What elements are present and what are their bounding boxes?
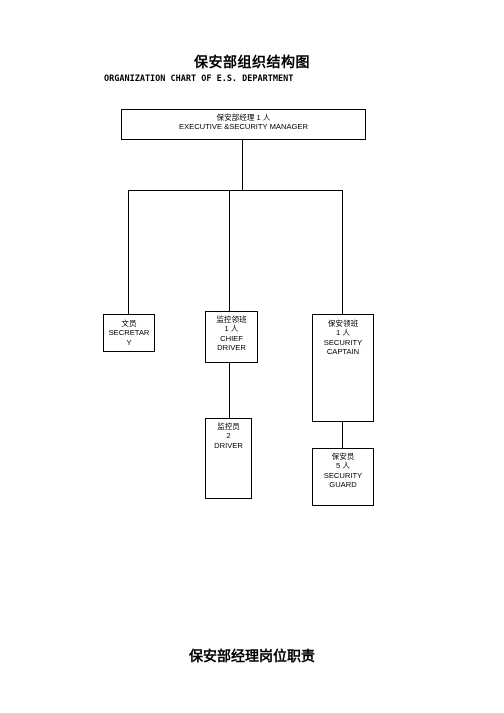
connector-to-secretary (128, 190, 129, 315)
node-security-guard: 保安员 5 人 SECURITY GUARD (312, 448, 374, 506)
node-label-en: EXECUTIVE &SECURITY MANAGER (179, 122, 308, 132)
section-heading: 保安部经理岗位职责 (189, 649, 315, 665)
node-label-cn: 监控员 (217, 422, 240, 431)
chart-subtitle: ORGANIZATION CHART OF E.S. DEPARTMENT (104, 74, 294, 84)
node-label-cn: 保安部经理 1 人 (216, 113, 271, 122)
chart-title: 保安部组织结构图 (194, 55, 310, 71)
node-label-en: CAPTAIN (326, 347, 360, 357)
connector-manager-down (242, 139, 243, 191)
node-label-en: DRIVER (214, 440, 243, 450)
connector-captain-to-guard (342, 421, 343, 449)
node-label-en: CHIEF (220, 333, 243, 343)
node-count: 5 人 (336, 461, 350, 471)
node-secretary: 文员 SECRETAR Y (103, 314, 155, 352)
node-label-cn: 保安员 (331, 452, 355, 461)
connector-chief-to-driver (229, 362, 230, 419)
node-label-en: SECURITY (323, 470, 363, 480)
node-label-en: SECURITY (323, 337, 363, 347)
node-count: 2 (226, 431, 231, 441)
node-label-en: DRIVER (217, 343, 246, 353)
connector-horizontal-bus (128, 190, 343, 191)
node-label-en-wrap: Y (126, 337, 132, 347)
connector-to-chief-driver (229, 190, 230, 311)
node-count: 1 人 (336, 328, 350, 338)
node-label-cn: 文员 (121, 319, 137, 328)
node-security-captain: 保安领班 1 人 SECURITY CAPTAIN (312, 314, 374, 422)
node-label-cn: 监控领班 (216, 315, 247, 324)
connector-to-security-captain (342, 190, 343, 314)
node-driver: 监控员 2 DRIVER (205, 418, 252, 499)
node-count: 1 人 (224, 324, 239, 334)
node-security-manager: 保安部经理 1 人 EXECUTIVE &SECURITY MANAGER (121, 109, 366, 140)
node-label-cn: 保安领班 (327, 319, 359, 328)
node-label-en: GUARD (329, 480, 357, 490)
node-label-en: SECRETAR (108, 328, 150, 338)
node-chief-driver: 监控领班 1 人 CHIEF DRIVER (205, 311, 258, 363)
